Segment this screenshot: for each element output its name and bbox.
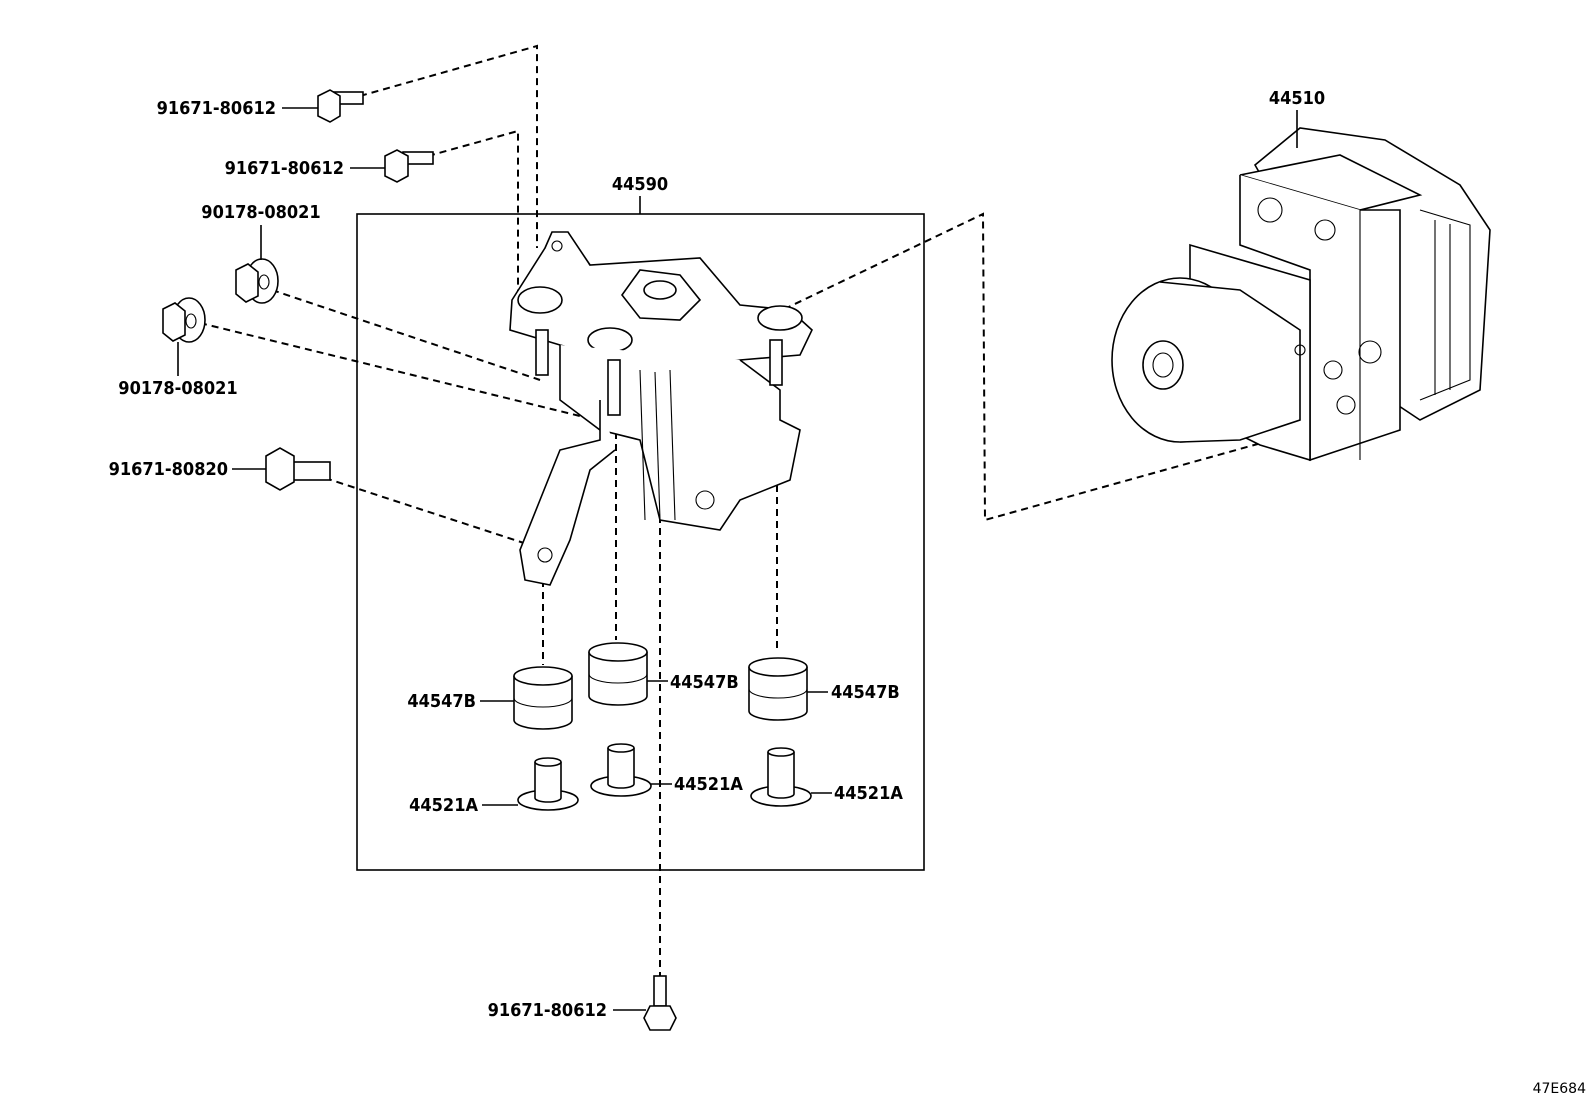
label-collar-right: 44521A	[834, 783, 903, 804]
bolt-c	[265, 447, 331, 491]
bolt-a	[317, 89, 364, 123]
bolt-bottom	[643, 975, 677, 1031]
assembly-label: 44590	[612, 174, 668, 195]
cushion-mid	[588, 642, 648, 706]
label-nut-a: 90178-08021	[201, 202, 320, 223]
nut-a	[235, 258, 279, 304]
bolt-b	[384, 149, 434, 183]
label-bolt-c: 91671-80820	[109, 459, 228, 480]
label-nut-b: 90178-08021	[118, 378, 237, 399]
cushion-left	[513, 666, 573, 730]
label-collar-mid: 44521A	[674, 774, 743, 795]
label-bolt-b: 91671-80612	[225, 158, 344, 179]
collar-mid	[590, 743, 652, 797]
label-bolt-bottom: 91671-80612	[488, 1000, 607, 1021]
abs-actuator	[1111, 127, 1491, 462]
label-bolt-a: 91671-80612	[157, 98, 276, 119]
label-cushion-right: 44547B	[831, 682, 900, 703]
cushion-right	[748, 657, 808, 721]
label-collar-left: 44521A	[409, 795, 478, 816]
collar-left	[517, 757, 579, 811]
label-cushion-mid: 44547B	[670, 672, 739, 693]
nut-b	[162, 297, 206, 343]
reference-code: 47E684	[1533, 1081, 1586, 1097]
label-actuator: 44510	[1269, 88, 1325, 109]
bracket	[509, 231, 813, 586]
collar-right	[750, 747, 812, 807]
label-cushion-left: 44547B	[407, 691, 476, 712]
